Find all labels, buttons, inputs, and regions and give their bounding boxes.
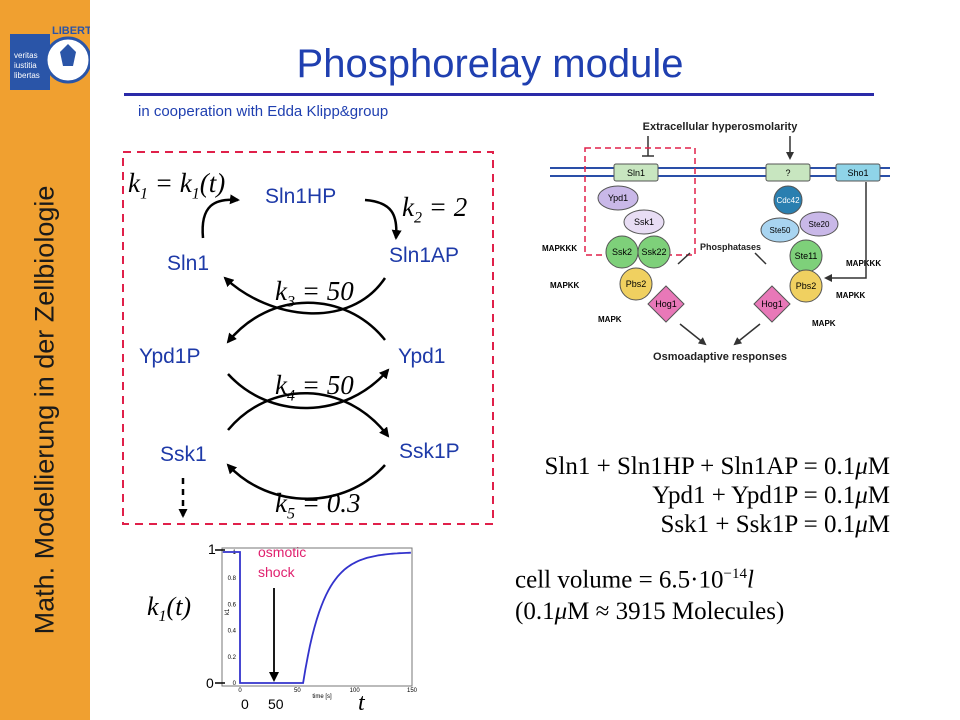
pathway-ssk22: Ssk22 — [641, 247, 666, 257]
conservation-eq-sln1: Sln1 + Sln1HP + Sln1AP = 0.1μM — [544, 453, 890, 480]
plot-ytick-1: 1 — [208, 541, 216, 557]
plot-xvar: t — [358, 690, 365, 716]
plot-inner-ytick: 1 — [233, 550, 237, 556]
rate-k1: k1 = k1(t) — [128, 168, 226, 203]
plot-inner-ytick: 0 — [233, 681, 237, 687]
rate-k2: k2 = 2 — [402, 192, 468, 227]
pathway-unknown: ? — [785, 168, 790, 178]
pathway-hog1-right: Hog1 — [761, 299, 783, 309]
plot-inner-xtick: 0 — [238, 688, 242, 694]
arrow-sln1ap-to-sln1 — [223, 276, 387, 315]
arrow-ypd1p-to-ypd1 — [227, 368, 390, 410]
plot-inner-xtick: 100 — [350, 688, 361, 694]
rate-k5: k5 = 0.3 — [275, 488, 361, 523]
hog-pathway-figure: Extracellular hyperosmolarity Sln1 ? Sho… — [542, 121, 890, 363]
pathway-mapkkk-right: MAPKKK — [846, 259, 881, 268]
pathway-phosphatases: Phosphatases — [700, 242, 761, 252]
logo-line2: iustitia — [14, 61, 37, 70]
pathway-mapk-right: MAPK — [812, 319, 836, 328]
plot-ytick-0: 0 — [206, 675, 214, 691]
conservation-eq-ssk1: Ssk1 + Ssk1P = 0.1μM — [660, 511, 891, 538]
plot-inner-ytick: 0.2 — [228, 655, 237, 661]
pathway-ste50: Ste50 — [770, 226, 791, 235]
pathway-pbs2-right: Pbs2 — [796, 281, 817, 291]
pathway-pbs2-left: Pbs2 — [626, 279, 647, 289]
arrow-ssk1p-to-ssk1 — [226, 463, 386, 500]
plot-inner-ylabel: k1 — [225, 608, 231, 615]
arrow-ypd1-to-ypd1p — [226, 301, 386, 344]
logo-banner-text: LIBERTAS — [52, 25, 90, 37]
module-dashed-box — [122, 151, 494, 525]
logo-line1: veritas — [14, 51, 38, 60]
pathway-ste20: Ste20 — [809, 220, 830, 229]
sidebar — [0, 0, 90, 720]
title-underline — [124, 93, 874, 96]
plot-inner-ytick: 0.4 — [228, 629, 237, 635]
plot-xtick-0: 0 — [241, 696, 249, 712]
pathway-mapkk-left: MAPKK — [550, 281, 580, 290]
species-ssk1p: Ssk1P — [399, 440, 460, 463]
plot-xtick-50: 50 — [268, 696, 284, 712]
k1-curve — [222, 551, 411, 684]
pathway-ypd1: Ypd1 — [608, 193, 628, 203]
pathway-ssk1: Ssk1 — [634, 217, 654, 227]
page-subtitle: in cooperation with Edda Klipp&group — [138, 103, 389, 120]
species-sln1hp: Sln1HP — [265, 185, 337, 208]
cell-volume-line: cell volume = 6.5·10−14l — [515, 566, 754, 594]
pathway-hog1-left: Hog1 — [655, 299, 677, 309]
plot-ylabel: k1(t) — [147, 592, 192, 626]
pathway-sho1: Sho1 — [847, 168, 868, 178]
rate-k4: k4 = 50 — [275, 370, 354, 405]
plot-inner-xlabel: time [s] — [312, 694, 332, 700]
pathway-ssk2: Ssk2 — [612, 247, 632, 257]
pathway-mapkkk-left: MAPKKK — [542, 244, 577, 253]
university-logo: LIBERTAS veritas iustitia libertas — [10, 25, 90, 90]
conservation-eq-ypd1: Ypd1 + Ypd1P = 0.1μM — [652, 482, 890, 509]
plot-inner-xtick: 150 — [407, 688, 418, 694]
pathway-bottom-label: Osmoadaptive responses — [653, 351, 787, 363]
page-title: Phosphorelay module — [296, 42, 684, 86]
pathway-cdc42: Cdc42 — [776, 196, 800, 205]
arrow-sln1-to-sln1hp — [201, 194, 240, 239]
arrow-sln1hp-to-sln1ap — [364, 198, 402, 240]
species-ssk1: Ssk1 — [160, 443, 207, 466]
pathway-sln1: Sln1 — [627, 168, 645, 178]
plot-inner-xtick: 50 — [294, 688, 301, 694]
plot-inner-ytick: 0.6 — [228, 602, 237, 608]
pathway-mapk-left: MAPK — [598, 315, 622, 324]
species-ypd1: Ypd1 — [398, 345, 446, 368]
plot-inner-ytick: 0.8 — [228, 576, 237, 582]
pathway-mapkk-right: MAPKK — [836, 291, 866, 300]
arrow-ssk1-to-ypd1p-cross — [227, 392, 390, 438]
species-sln1ap: Sln1AP — [389, 244, 460, 267]
molecule-count-line: (0.1μM ≈ 3915 Molecules) — [515, 598, 785, 625]
pathway-ste11: Ste11 — [795, 251, 818, 261]
species-ypd1p: Ypd1P — [139, 345, 201, 368]
pathway-top-label: Extracellular hyperosmolarity — [643, 121, 799, 133]
species-sln1: Sln1 — [167, 252, 210, 275]
plot-frame — [221, 547, 413, 687]
rate-k3: k3 = 50 — [275, 276, 354, 311]
logo-line3: libertas — [14, 71, 40, 80]
